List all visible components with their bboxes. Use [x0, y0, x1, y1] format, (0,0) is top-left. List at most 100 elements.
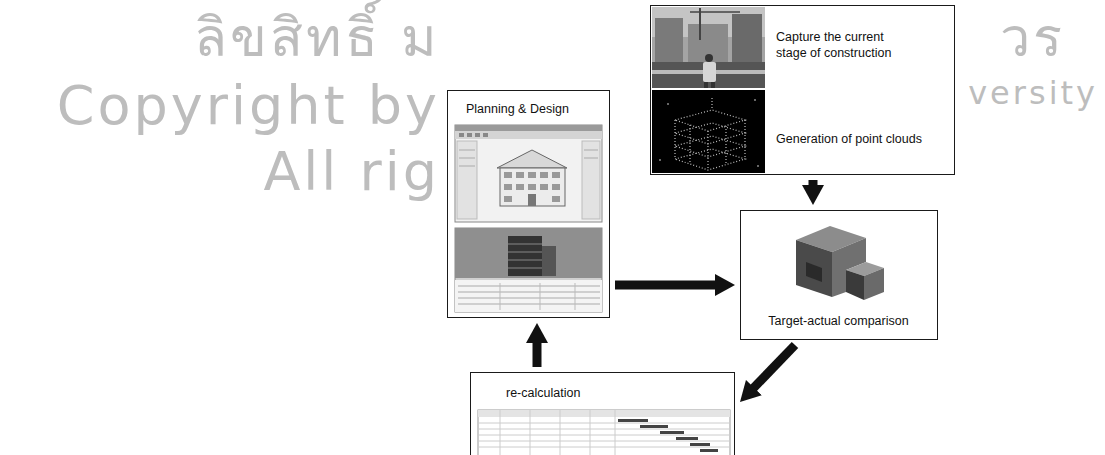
software-screenshot-part	[528, 184, 536, 190]
node-text: Target-actual comparison	[747, 314, 930, 330]
schedule-table-part	[478, 410, 730, 417]
software-screenshot-part	[540, 172, 548, 178]
simulation-screenshot-part	[542, 246, 556, 276]
simulation-screenshot-part	[508, 268, 542, 269]
construction-photo-part	[704, 82, 708, 88]
schedule-table-part	[590, 410, 591, 455]
simulation-screenshot-part	[455, 280, 602, 312]
software-screenshot-part	[497, 150, 567, 168]
construction-photo-part	[655, 18, 683, 63]
point-cloud-part	[659, 159, 661, 161]
software-screenshot-part	[552, 184, 560, 190]
flow-arrow	[747, 345, 795, 395]
construction-photo	[652, 7, 765, 88]
point-cloud-part-part	[675, 110, 745, 131]
point-cloud-part-part	[711, 98, 712, 110]
simulation-screenshot-part	[458, 304, 600, 305]
point-cloud	[652, 90, 765, 173]
simulation-screenshot-part	[458, 286, 600, 287]
point-cloud-part-part	[707, 131, 708, 170]
point-cloud-part-part	[675, 149, 745, 170]
schedule-table-part	[560, 410, 561, 455]
software-screenshot	[455, 125, 602, 222]
software-screenshot-part	[459, 133, 464, 137]
schedule-table-part	[618, 419, 648, 422]
process-box: re-calculation	[470, 372, 735, 455]
comparison-model-part	[796, 240, 832, 297]
simulation-screenshot-part	[458, 298, 600, 299]
comparison-model	[796, 226, 884, 300]
software-screenshot-part	[467, 133, 472, 137]
software-screenshot-part	[504, 184, 512, 190]
software-screenshot-part	[528, 172, 536, 178]
simulation-screenshot-part	[458, 292, 600, 293]
point-cloud-part-part	[674, 120, 675, 159]
construction-photo-part	[688, 24, 728, 62]
schedule-table-part	[478, 429, 730, 430]
schedule-table-part	[478, 441, 730, 442]
process-box: Capture the current stage of constructio…	[650, 5, 955, 175]
software-screenshot-part	[457, 141, 477, 219]
comparison-model-part	[806, 262, 822, 282]
construction-photo-part	[699, 8, 701, 40]
schedule-table-part	[660, 431, 684, 434]
simulation-screenshot	[455, 228, 602, 312]
software-screenshot-part	[455, 131, 602, 139]
construction-photo-part	[711, 82, 715, 88]
construction-photo-part	[703, 62, 716, 82]
schedule-table-part	[700, 449, 718, 452]
point-cloud-part	[754, 99, 756, 101]
process-box: Target-actual comparison	[740, 210, 938, 340]
point-cloud-part-part	[744, 120, 745, 159]
software-screenshot-part	[475, 133, 480, 137]
simulation-screenshot-part	[540, 283, 541, 310]
software-screenshot-part	[540, 184, 548, 190]
simulation-screenshot-part	[455, 228, 602, 278]
construction-photo-part	[652, 7, 765, 88]
software-screenshot-part	[584, 158, 598, 159]
simulation-screenshot-part	[508, 252, 542, 253]
schedule-table-part	[676, 437, 698, 440]
software-screenshot-part	[504, 172, 512, 178]
software-screenshot-part	[528, 194, 536, 206]
point-cloud-part-part	[689, 125, 690, 164]
point-cloud-part-part	[675, 123, 745, 144]
node-text: Capture the current stage of constructio…	[776, 30, 901, 61]
schedule-table-part	[530, 410, 531, 455]
construction-photo-part	[690, 11, 740, 13]
node-text: re-calculation	[506, 386, 656, 402]
software-screenshot-part	[455, 125, 602, 131]
point-cloud-part	[652, 90, 765, 173]
point-cloud-part	[667, 103, 669, 105]
point-cloud-part	[757, 165, 759, 167]
schedule-table-part	[478, 410, 730, 455]
watermark-text: ลิขสิทธิ์ ม	[194, 8, 440, 67]
flow-arrow	[533, 333, 542, 367]
simulation-screenshot-part	[508, 244, 542, 245]
software-screenshot-part	[459, 166, 475, 167]
node-text: Planning & Design	[466, 102, 601, 118]
construction-photo-part	[705, 54, 713, 62]
watermark-text: versity	[968, 76, 1098, 111]
software-screenshot-part	[516, 172, 524, 178]
schedule-table-part	[478, 423, 730, 424]
schedule-table-part	[640, 425, 668, 428]
node-text: Generation of point clouds	[776, 132, 946, 148]
simulation-screenshot-part	[500, 283, 501, 310]
software-screenshot-part	[584, 150, 598, 151]
flow-arrow	[809, 180, 818, 195]
point-cloud-part	[675, 98, 745, 170]
process-box: Planning & Design	[447, 90, 610, 318]
schedule-table-part	[500, 410, 501, 455]
schedule-table-part	[690, 443, 710, 446]
schedule-table	[478, 410, 730, 455]
software-screenshot-part	[455, 125, 602, 222]
construction-photo-part	[732, 14, 762, 64]
schedule-table-part	[615, 410, 616, 455]
simulation-screenshot-part	[455, 228, 602, 312]
watermark-text: Copyright by	[57, 76, 440, 135]
point-cloud-part-part	[675, 136, 745, 157]
comparison-model-part	[864, 268, 884, 300]
schedule-table-part	[478, 435, 730, 436]
software-screenshot-part	[582, 141, 600, 219]
